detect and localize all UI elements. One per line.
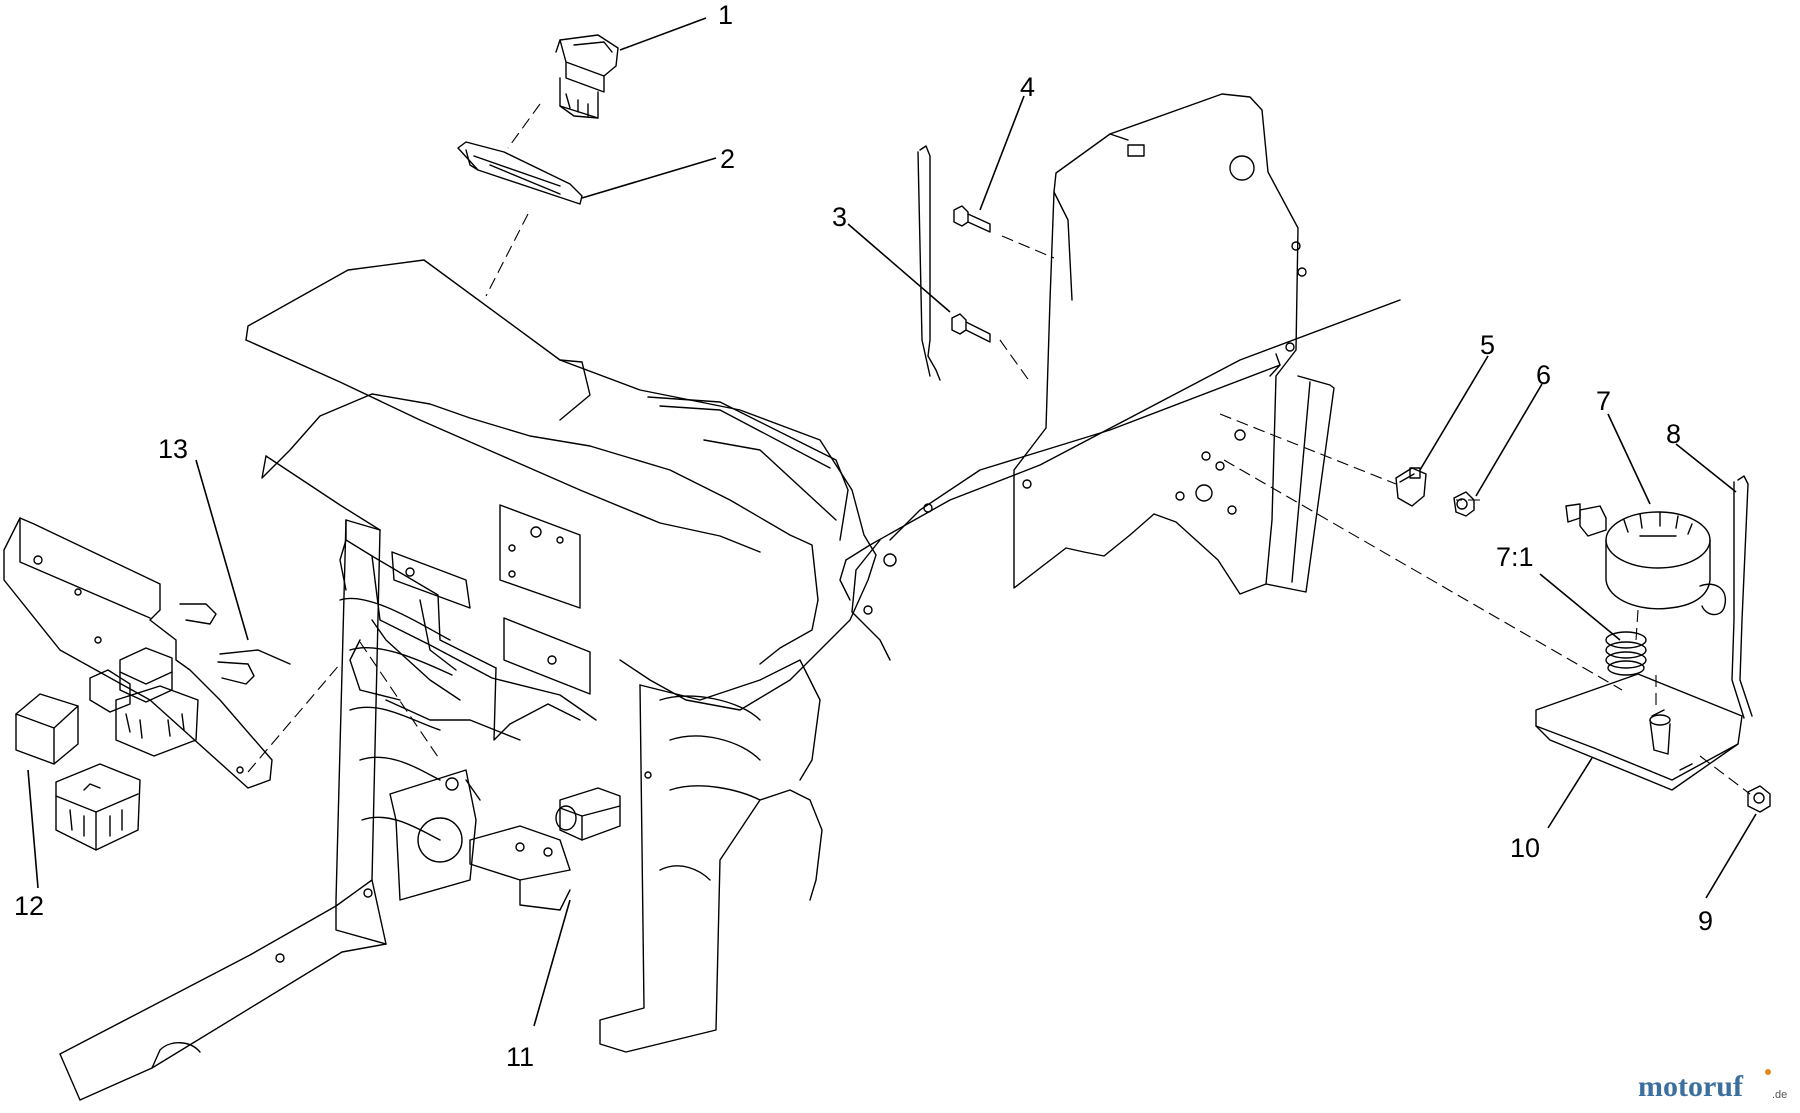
- bezel-part-2: [457, 141, 583, 205]
- callout-11: 11: [506, 1042, 534, 1072]
- callout-6: 6: [1536, 360, 1551, 390]
- callout-13: 13: [158, 434, 188, 464]
- right-side-plate: [1013, 93, 1335, 595]
- relay-part-12: [15, 647, 199, 851]
- callout-3: 3: [832, 202, 847, 232]
- watermark-dot-icon: [1765, 1069, 1771, 1075]
- sensor-part-7: [1565, 503, 1727, 616]
- center-frame-box: [261, 393, 823, 1053]
- bolts-part-3-4: [951, 205, 991, 343]
- interlock-switch-part-11: [555, 787, 621, 841]
- callout-4: 4: [1020, 72, 1035, 102]
- callout-7: 7: [1596, 386, 1611, 416]
- nut-part-9: [1747, 785, 1771, 813]
- watermark-brand: motoruf: [1638, 1070, 1744, 1103]
- leader-lines: [27, 17, 1757, 1027]
- callout-8: 8: [1666, 419, 1681, 449]
- watermark-logo: motoruf .de: [1638, 1069, 1787, 1103]
- alignment-lines: [247, 103, 1751, 795]
- upper-shelf: [245, 259, 877, 711]
- cable-ties: [917, 145, 1753, 719]
- callout-5: 5: [1480, 330, 1495, 360]
- clamp-nut-part-5-6: [1395, 467, 1475, 517]
- spring-part-7-1: [1605, 631, 1647, 676]
- callout-1: 1: [718, 0, 733, 30]
- watermark-tld: .de: [1772, 1089, 1787, 1101]
- callout-9: 9: [1698, 906, 1713, 936]
- callout-2: 2: [720, 144, 735, 174]
- callout-10: 10: [1510, 833, 1540, 863]
- switch-part-1: [555, 34, 619, 119]
- callout-12: 12: [14, 891, 44, 921]
- frame-rail-lower: [59, 879, 387, 1101]
- frame-rail-right: [839, 299, 1401, 661]
- relay-bracket-part-13: [3, 517, 291, 789]
- bracket-part-10: [1535, 673, 1743, 791]
- callout-7-1: 7:1: [1496, 542, 1534, 572]
